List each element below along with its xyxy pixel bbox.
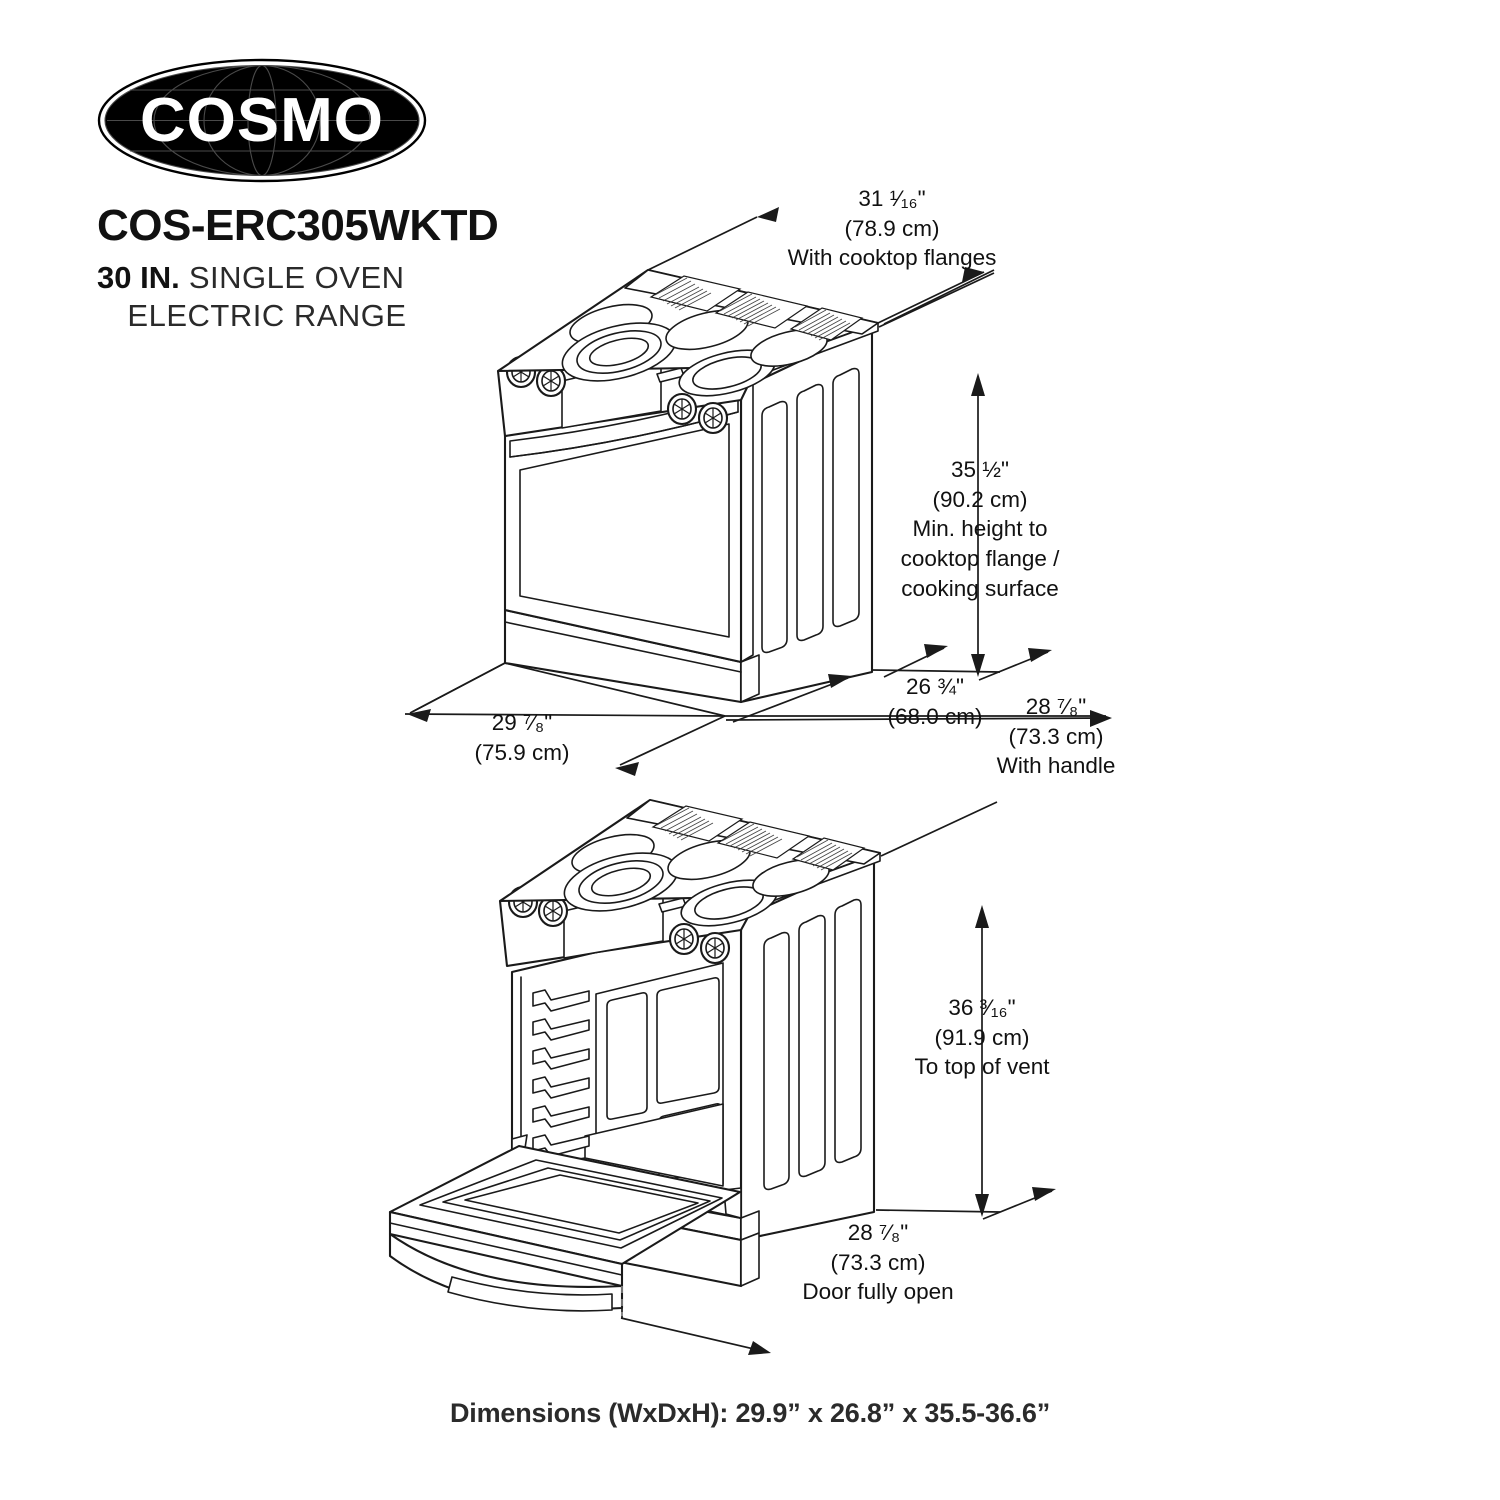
product-line-2: ELECTRIC RANGE: [127, 297, 407, 333]
product-subtitle: 30 IN. SINGLE OVEN ELECTRIC RANGE: [97, 259, 457, 335]
cooktop-surface: [496, 268, 880, 397]
value-metric: (68.0 cm): [887, 703, 983, 729]
knob-2-open: [537, 894, 569, 928]
value-metric: (78.9 cm): [844, 215, 940, 241]
cavity-floor: [584, 1103, 724, 1187]
side-vent-slot-2-open: [798, 914, 826, 1178]
oven-cavity: [510, 916, 743, 1220]
value-metric: (73.3 cm): [830, 1249, 926, 1275]
label-height-to-vent: 36 ³⁄₁₆" (91.9 cm) To top of vent: [872, 993, 1092, 1082]
burner-center-front-open: [680, 879, 778, 927]
value-inches: 36 ³⁄₁₆": [948, 995, 1016, 1020]
value-note3: cooking surface: [901, 575, 1059, 601]
oven-rack-guides: [532, 989, 590, 1157]
side-vent-slot-3-open: [834, 898, 862, 1164]
value-inches: 29 ⁷⁄₈": [491, 710, 553, 735]
knob-4-open: [699, 931, 731, 965]
branding-block: COSMO COS-ERC305WKTD 30 IN. SINGLE OVEN …: [97, 58, 499, 335]
dim-width-with-flanges: [647, 207, 995, 325]
cosmo-logo: COSMO: [97, 58, 427, 183]
side-vent-slot-1: [761, 400, 788, 654]
knob-4: [697, 401, 729, 435]
value-inches: 31 ¹⁄₁₆": [858, 186, 926, 211]
side-vent-slot-1-open: [763, 931, 790, 1191]
dim-min-height: [871, 272, 1001, 677]
value-inches: 28 ⁷⁄₈": [847, 1220, 909, 1245]
label-width-body: 29 ⁷⁄₈" (75.9 cm): [422, 708, 622, 767]
cavity-panel-left: [606, 992, 648, 1120]
oven-door-window: [519, 423, 730, 638]
value-metric: (91.9 cm): [934, 1024, 1030, 1050]
value-inches: 28 ⁷⁄₈": [1025, 694, 1087, 719]
dimension-lines-bottom: [620, 801, 1056, 1355]
value-inches: 26 ¾": [905, 674, 965, 699]
value-metric: (90.2 cm): [932, 486, 1028, 512]
cosmo-logo-text: COSMO: [139, 86, 385, 155]
dim-depth-with-handle: [725, 648, 1112, 727]
product-line-1: SINGLE OVEN: [188, 260, 405, 295]
cooktop-surface-open: [498, 798, 882, 927]
value-metric: (73.3 cm): [1008, 723, 1104, 749]
dim-door-fully-open: [620, 1187, 1056, 1355]
range-side-panel-open: [739, 856, 876, 1242]
value-note: Min. height to: [912, 516, 1048, 542]
oven-door-open: [388, 1134, 742, 1312]
ground-plane-guides: [404, 662, 1106, 717]
value-note: With cooktop flanges: [787, 245, 997, 271]
knob-3: [666, 392, 698, 426]
burner-large-left: [561, 322, 677, 382]
label-depth-body: 26 ¾" (68.0 cm): [845, 672, 1025, 731]
range-side-panel: [739, 325, 874, 704]
label-door-fully-open: 28 ⁷⁄₈" (73.3 cm) Door fully open: [760, 1218, 996, 1307]
globe-oval-logo-icon: [97, 58, 427, 183]
burner-large-left-open: [563, 852, 679, 912]
dim-height-to-vent: [875, 801, 1001, 1217]
knob-2: [535, 364, 567, 398]
value-inches: 35 ½": [950, 457, 1010, 482]
knob-3-open: [668, 922, 700, 956]
cooktop-burners-open: [563, 833, 830, 927]
cavity-panel-right: [656, 977, 720, 1104]
side-vent-slot-2: [796, 383, 824, 642]
value-note: Door fully open: [802, 1279, 954, 1305]
label-min-height-cooktop: 35 ½" (90.2 cm) Min. height to cooktop f…: [865, 455, 1095, 603]
value-note2: cooktop flange /: [900, 546, 1060, 572]
value-metric: (75.9 cm): [474, 739, 570, 765]
side-vent-slot-3: [832, 367, 860, 628]
dimension-lines-top: [407, 207, 1112, 776]
dim-depth-body: [732, 644, 948, 723]
model-number: COS-ERC305WKTD: [97, 201, 499, 250]
size-label: 30 IN.: [97, 260, 180, 295]
diagram-open-door: [388, 798, 1056, 1355]
oven-door-handle-open: [447, 1276, 613, 1312]
label-width-with-flanges: 31 ¹⁄₁₆" (78.9 cm) With cooktop flanges: [762, 184, 1022, 273]
diagram-closed-door: [404, 207, 1112, 776]
dim-width-body: [407, 662, 726, 776]
value-note: With handle: [996, 753, 1116, 779]
cooktop-vent-grilles: [649, 275, 864, 341]
label-depth-with-handle: 28 ⁷⁄₈" (73.3 cm) With handle: [958, 692, 1154, 781]
dimensions-summary: Dimensions (WxDxH): 29.9” x 26.8” x 35.5…: [449, 1398, 1051, 1428]
cooktop-vent-grilles-open: [651, 805, 866, 871]
value-note: To top of vent: [914, 1054, 1050, 1080]
